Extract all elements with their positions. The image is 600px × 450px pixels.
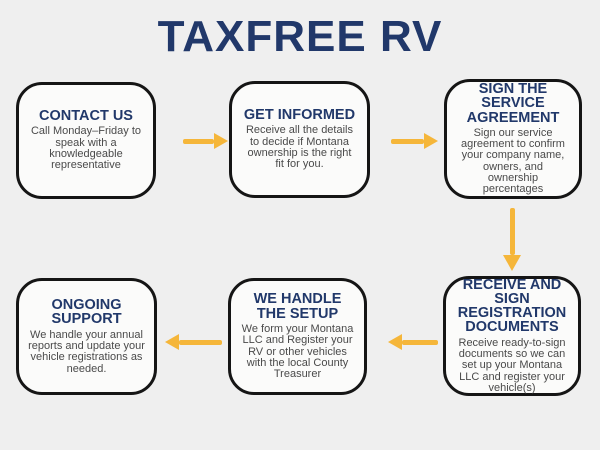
step-box-contact-us: CONTACT US Call Monday–Friday to speak w… <box>16 82 156 199</box>
step-box-ongoing-support: ONGOING SUPPORT We handle your annual re… <box>16 278 157 395</box>
step-heading: GET INFORMED <box>243 107 356 124</box>
step-body: We handle your annual reports and update… <box>28 328 145 375</box>
step-body: Receive ready-to-sign documents so we ca… <box>458 336 566 394</box>
step-heading: CONTACT US <box>39 108 133 125</box>
step-box-we-handle-the-setup: WE HANDLE THE SETUP We form your Montana… <box>228 278 367 395</box>
step-body: Sign our service agreement to confirm yo… <box>461 126 565 196</box>
arrow-shaft <box>183 138 214 144</box>
step-heading: WE HANDLE THE SETUP <box>253 291 342 322</box>
arrow-head <box>503 255 521 271</box>
flow-arrow-left-1-icon <box>388 334 438 350</box>
page-title: TAXFREE RV <box>157 12 443 61</box>
arrow-head <box>424 133 438 149</box>
flow-arrow-down-icon <box>503 208 521 271</box>
flow-arrow-right-2-icon <box>391 133 438 149</box>
step-box-get-informed: GET INFORMED Receive all the details to … <box>229 81 370 198</box>
step-box-receive-and-sign-registration-documents: RECEIVE AND SIGN REGISTRATION DOCUMENTS … <box>443 276 581 396</box>
arrow-head <box>214 133 228 149</box>
step-heading: ONGOING SUPPORT <box>51 297 122 328</box>
flow-arrow-right-1-icon <box>183 133 228 149</box>
arrow-shaft <box>179 339 222 345</box>
step-body: Call Monday–Friday to speak with a knowl… <box>30 125 142 172</box>
arrow-shaft <box>402 339 438 345</box>
step-heading: SIGN THE SERVICE AGREEMENT <box>466 81 560 126</box>
step-heading: RECEIVE AND SIGN REGISTRATION DOCUMENTS <box>457 276 567 336</box>
flow-arrow-left-2-icon <box>165 334 222 350</box>
step-body: Receive all the details to decide if Mon… <box>245 124 353 171</box>
arrow-head <box>165 334 179 350</box>
arrow-shaft <box>391 138 424 144</box>
arrow-head <box>388 334 402 350</box>
step-box-sign-the-service-agreement: SIGN THE SERVICE AGREEMENT Sign our serv… <box>444 79 582 199</box>
step-body: We form your Montana LLC and Register yo… <box>241 322 354 381</box>
arrow-shaft <box>509 208 515 255</box>
